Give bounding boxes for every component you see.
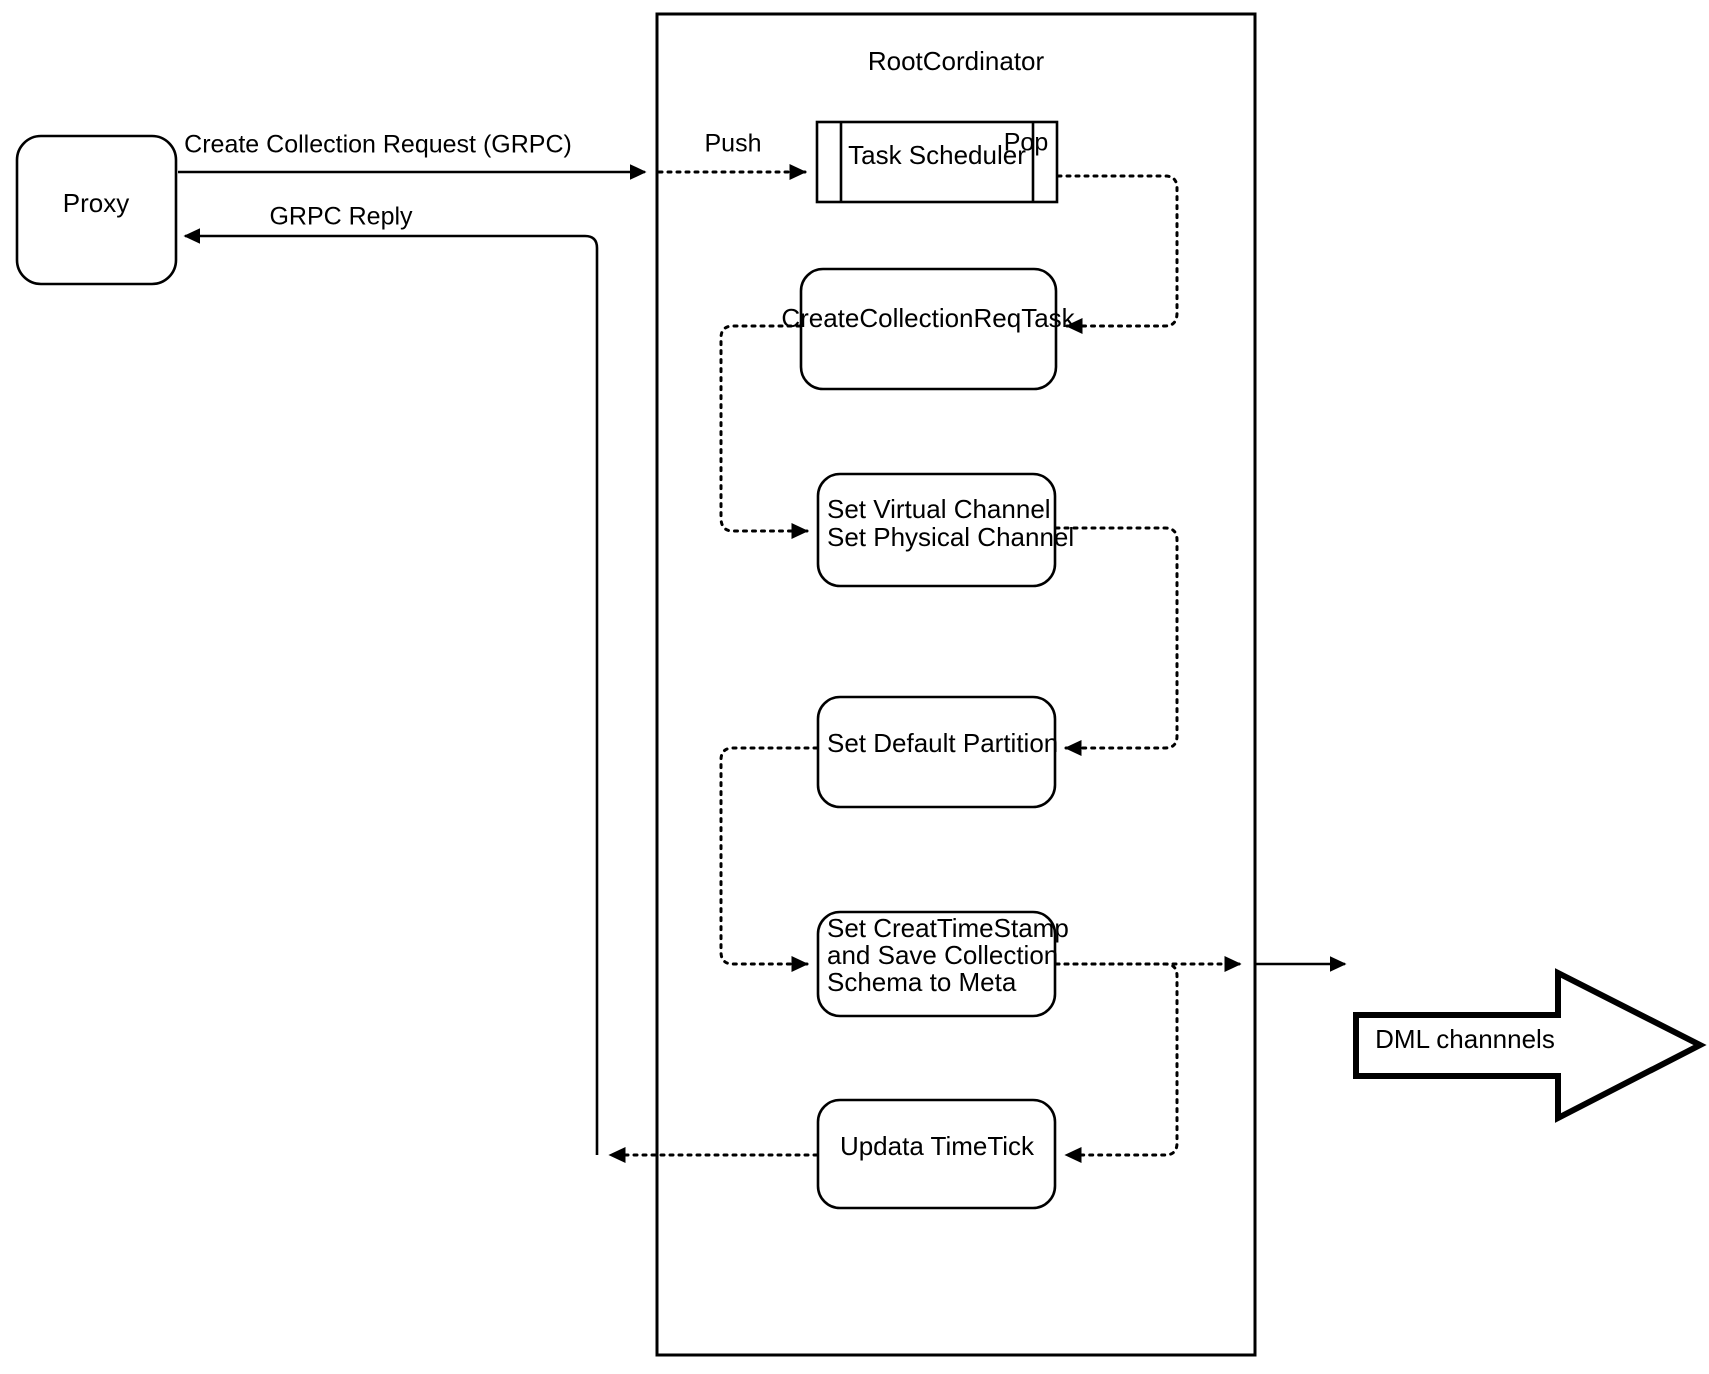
- node-set-createtimestamp[interactable]: Set CreatTimeStamp and Save Collection S…: [816, 910, 1069, 1018]
- edge-grpc-reply-label: GRPC Reply: [269, 203, 413, 231]
- edge-push-label: Push: [705, 130, 762, 158]
- node-updata-timetick-label: Updata TimeTick: [840, 1131, 1035, 1161]
- node-set-default-partition[interactable]: Set Default Partition: [816, 695, 1058, 809]
- node-task-scheduler[interactable]: Task Scheduler: [815, 120, 1059, 204]
- node-updata-timetick[interactable]: Updata TimeTick: [816, 1098, 1057, 1210]
- edge-createtimestamp-to-timetick: [1054, 962, 1179, 1164]
- edge-create-collection-request: Create Collection Request (GRPC): [178, 131, 647, 180]
- edge-set-channels-to-default-partition: [1054, 526, 1179, 757]
- node-create-collection-req-task-label: CreateCollectionReqTask: [781, 303, 1075, 333]
- node-create-collection-req-task[interactable]: CreateCollectionReqTask: [781, 267, 1076, 391]
- node-dml-channels[interactable]: DML channnels: [1353, 968, 1707, 1123]
- node-set-channels[interactable]: Set Virtual Channel Set Physical Channel: [816, 472, 1074, 588]
- node-set-createtimestamp-label-line3: Schema to Meta: [827, 967, 1017, 997]
- node-dml-channels-label: DML channnels: [1375, 1024, 1555, 1054]
- node-set-channels-label-line1: Set Virtual Channel: [827, 494, 1051, 524]
- node-set-default-partition-label: Set Default Partition: [827, 728, 1058, 758]
- edge-push: Push: [657, 130, 807, 181]
- node-proxy-label: Proxy: [63, 188, 129, 218]
- edge-grpc-reply: GRPC Reply: [183, 203, 599, 1155]
- rootcordinator-title: RootCordinator: [868, 46, 1045, 76]
- node-proxy[interactable]: Proxy: [15, 134, 178, 286]
- edge-pop: Pop: [1004, 129, 1179, 335]
- node-set-createtimestamp-label-line1: Set CreatTimeStamp: [827, 913, 1069, 943]
- rootcordinator-container: RootCordinator: [655, 12, 1257, 1357]
- edge-pop-label: Pop: [1004, 129, 1048, 157]
- node-set-createtimestamp-label-line2: and Save Collection: [827, 940, 1058, 970]
- edge-create-collection-request-label: Create Collection Request (GRPC): [184, 131, 572, 159]
- node-task-scheduler-label: Task Scheduler: [848, 140, 1026, 170]
- edge-task-to-set-channels: [719, 324, 809, 540]
- node-set-channels-label-line2: Set Physical Channel: [827, 522, 1074, 552]
- edge-default-partition-to-createtimestamp: [719, 746, 819, 973]
